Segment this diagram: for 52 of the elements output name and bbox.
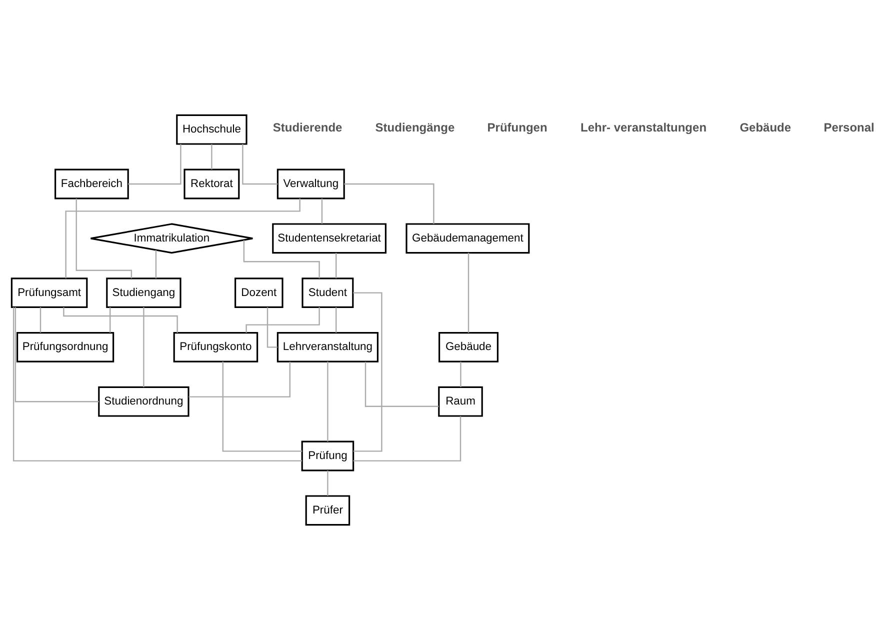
node-box: Dozent bbox=[234, 277, 284, 308]
connector bbox=[222, 361, 302, 452]
node-box: Studentensekretariat bbox=[272, 222, 386, 254]
node-box: Lehrveranstaltung bbox=[276, 332, 378, 362]
node-diamond: Immatrikulation bbox=[90, 222, 254, 254]
node-box: Gebäude bbox=[438, 332, 498, 362]
connector bbox=[12, 306, 302, 461]
node-box: Prüfungsamt bbox=[10, 277, 88, 308]
label: Lehr- veranstaltungen bbox=[580, 120, 707, 134]
label: Personal bbox=[824, 120, 874, 134]
connector bbox=[468, 252, 470, 332]
connector bbox=[188, 361, 290, 397]
connector bbox=[40, 306, 42, 332]
connector bbox=[155, 250, 157, 278]
node-box: Hochschule bbox=[176, 114, 248, 144]
connector bbox=[336, 306, 337, 332]
node-box: Rektorat bbox=[184, 168, 240, 199]
connector bbox=[246, 306, 320, 332]
node-box: Fachbereich bbox=[54, 168, 129, 199]
label: Studierende bbox=[272, 120, 342, 134]
node-box: Verwaltung bbox=[276, 168, 345, 199]
label: Studiengänge bbox=[375, 120, 455, 134]
connector bbox=[321, 198, 323, 224]
node-box: Student bbox=[302, 277, 354, 308]
connector bbox=[14, 306, 99, 402]
connector bbox=[327, 361, 328, 441]
connector bbox=[63, 306, 178, 332]
connector bbox=[353, 416, 462, 461]
node-box: Prüfungsordnung bbox=[16, 332, 114, 362]
connector bbox=[76, 198, 132, 278]
connector bbox=[143, 306, 144, 387]
connector bbox=[364, 361, 439, 406]
connector bbox=[327, 470, 328, 496]
label: Prüfungen bbox=[487, 120, 548, 134]
connector bbox=[353, 292, 382, 452]
connector bbox=[110, 306, 111, 332]
connector bbox=[344, 182, 434, 224]
node-box: Prüfung bbox=[301, 440, 354, 471]
node-box: Studienordnung bbox=[98, 386, 190, 416]
node-box: Gebäudemanagement bbox=[406, 222, 530, 254]
connector bbox=[211, 144, 212, 169]
connector bbox=[460, 361, 462, 386]
connector bbox=[242, 144, 278, 184]
connector bbox=[128, 144, 182, 184]
connector bbox=[266, 306, 278, 348]
node-box: Raum bbox=[438, 386, 483, 416]
label: Gebäude bbox=[740, 120, 792, 134]
connector bbox=[243, 240, 320, 278]
node-box: Prüfer bbox=[305, 494, 350, 526]
node-box: Studiengang bbox=[106, 277, 182, 308]
connector bbox=[336, 252, 337, 278]
node-box: Prüfungskonto bbox=[173, 332, 258, 362]
